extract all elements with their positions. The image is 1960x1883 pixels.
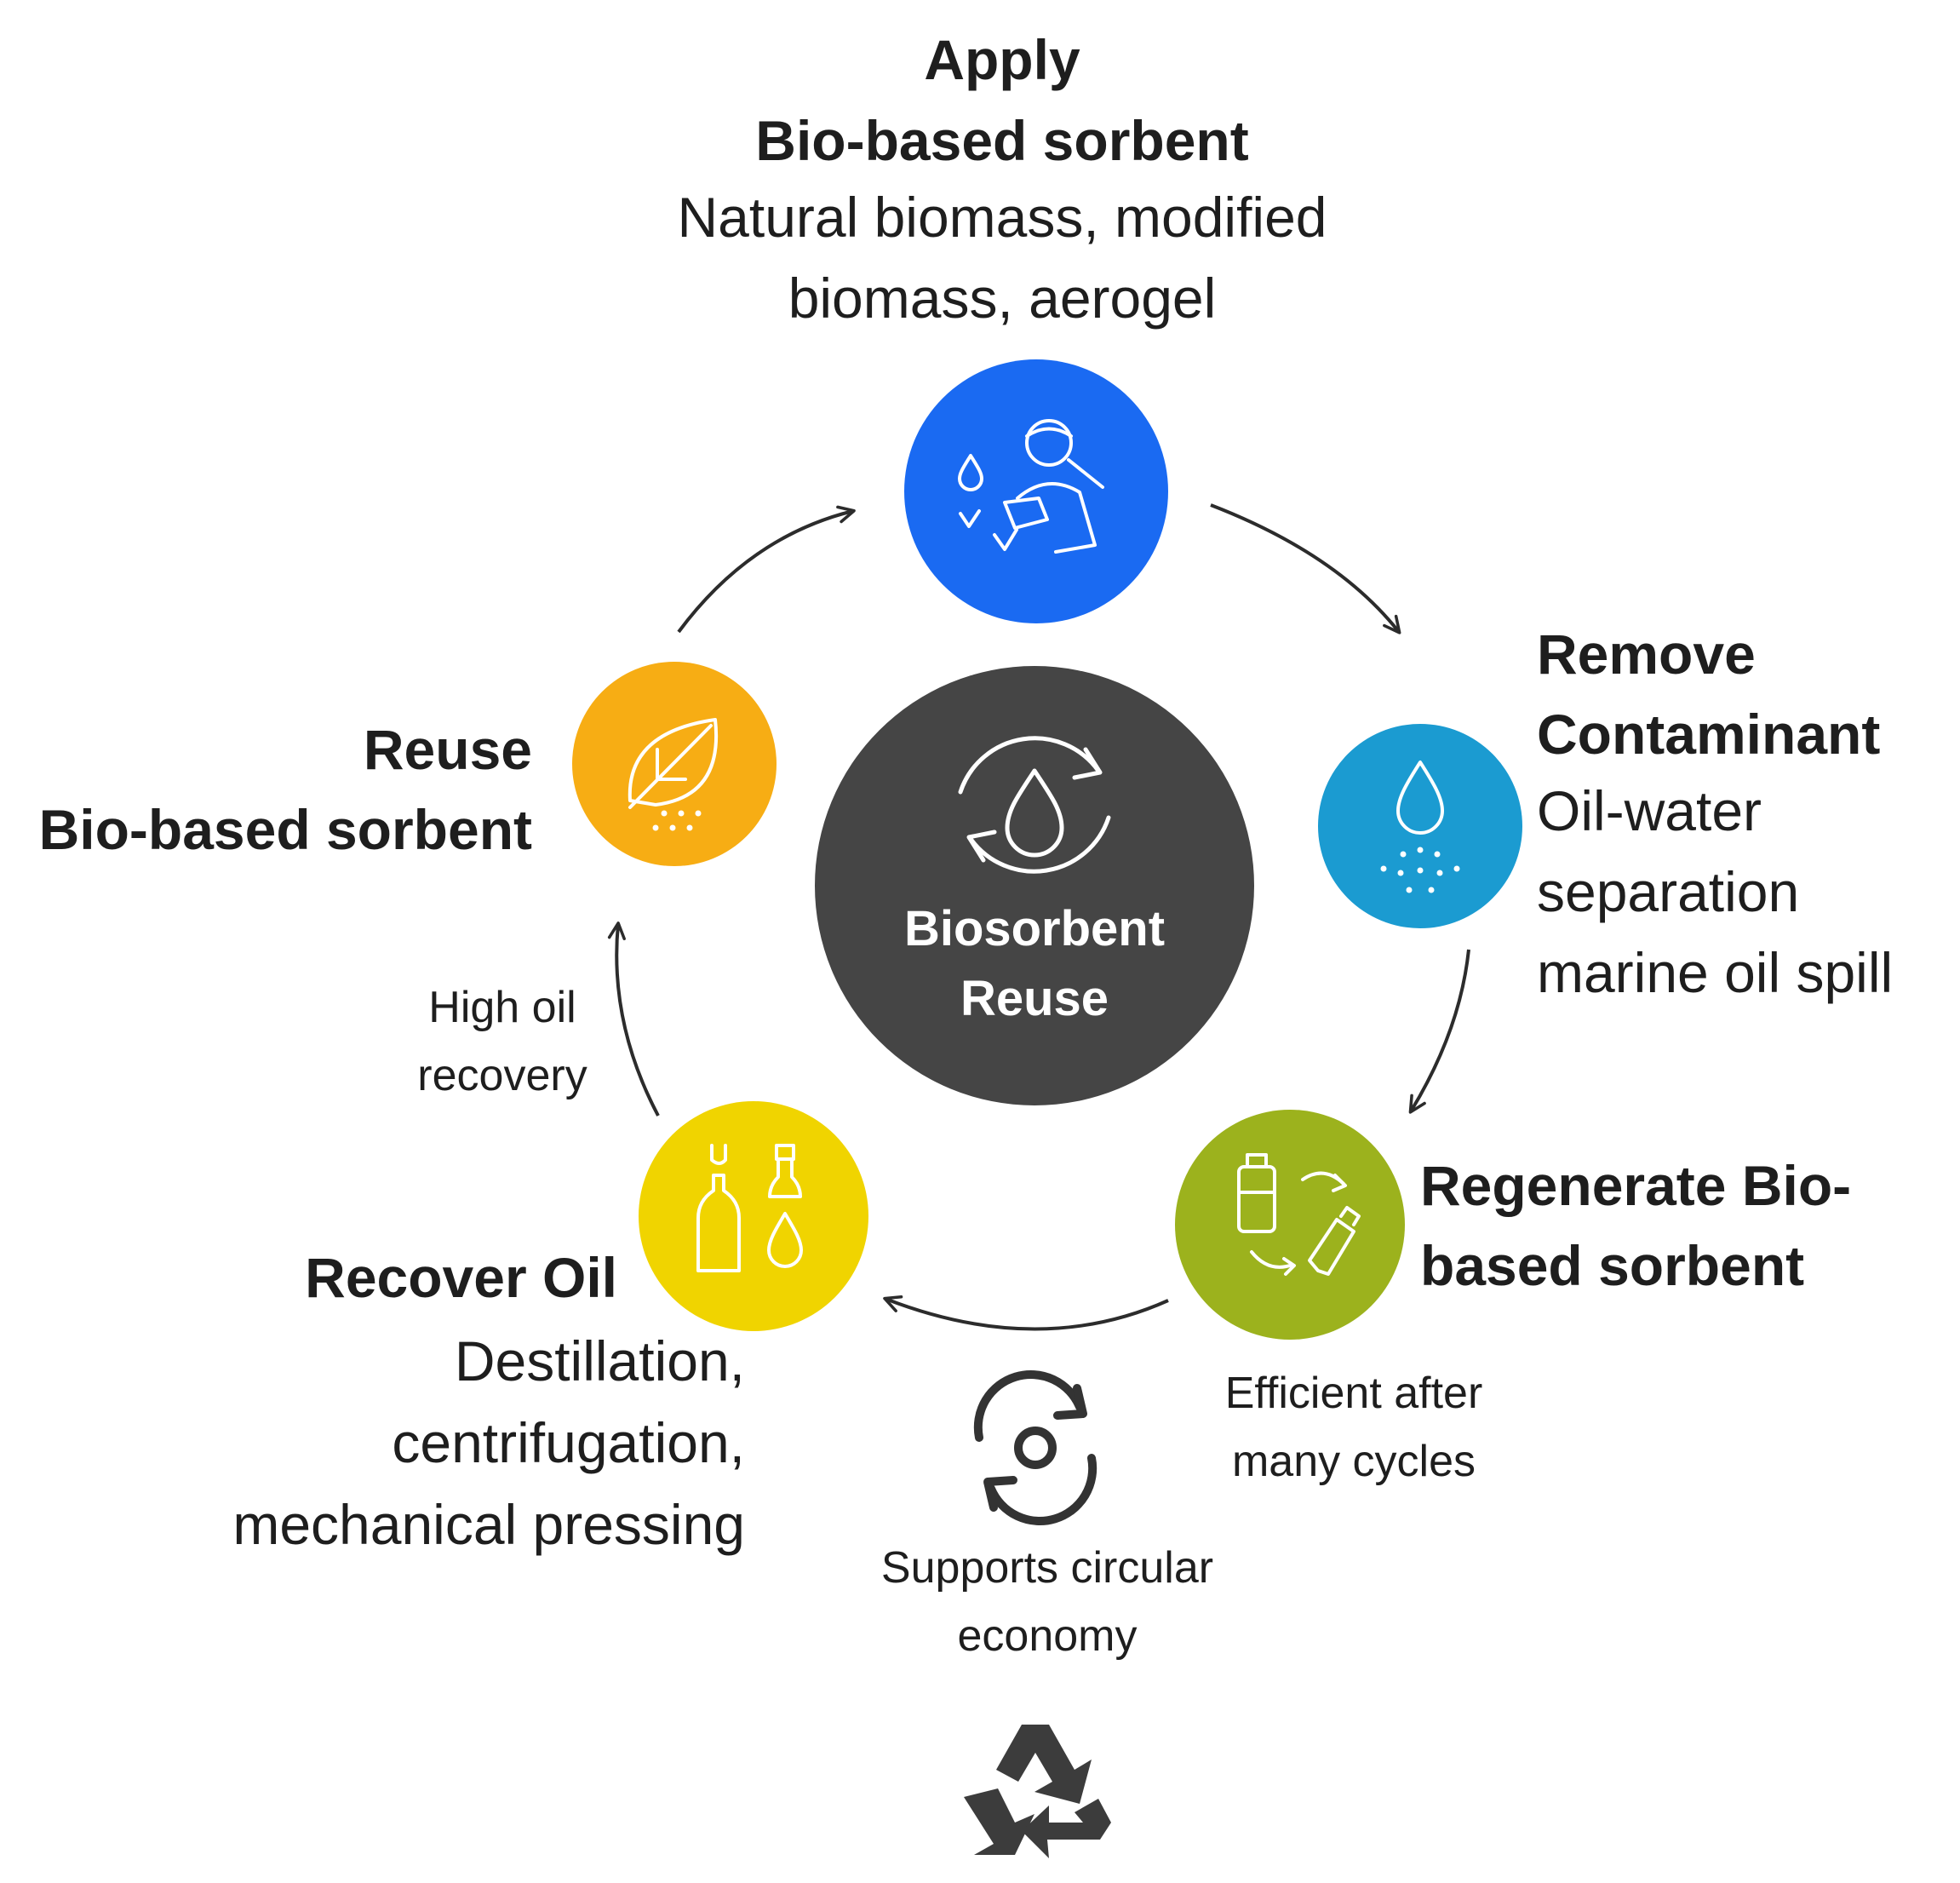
recover-desc-line1: Destillation, [454, 1329, 745, 1392]
remove-title-line1: Remove [1537, 623, 1756, 686]
note-circular-line2: economy [957, 1611, 1138, 1661]
particle-dots [652, 810, 702, 831]
leaf-icon [628, 718, 719, 809]
arrow-reuse-to-apply [677, 505, 856, 634]
note-efficient-line2: many cycles [1231, 1437, 1476, 1486]
note-efficient-line1: Efficient after [1224, 1369, 1483, 1418]
apply-title: Apply [924, 28, 1080, 91]
regenerate-title-line2: based sorbent [1420, 1234, 1805, 1297]
hub-label-line2: Reuse [960, 971, 1109, 1026]
person-with-water-drops-icon [958, 419, 1104, 554]
hub-node: Biosorbent Reuse [815, 666, 1254, 1105]
remove-desc-line2: separation [1537, 860, 1800, 923]
note-high-oil-line1: High oil [428, 983, 576, 1032]
recycle-drop-icon [958, 736, 1111, 874]
arrow-apply-to-remove [1210, 503, 1401, 634]
recover-desc-line3: mechanical pressing [232, 1493, 745, 1556]
hub-label-line1: Biosorbent [904, 901, 1165, 956]
recover-title: Recover Oil [305, 1246, 617, 1309]
apply-desc-line2: biomass, aerogel [788, 267, 1217, 330]
reuse-title: Reuse [363, 718, 532, 781]
droplet-dots [1380, 847, 1460, 893]
reuse-node [572, 662, 777, 866]
recover-node [639, 1101, 868, 1331]
remove-node [1318, 724, 1522, 928]
regenerate-title-line1: Regenerate Bio- [1420, 1154, 1852, 1217]
arrow-remove-to-regenerate [1408, 949, 1470, 1114]
remove-desc-line1: Oil-water [1537, 779, 1762, 842]
arrow-regenerate-to-recover [883, 1295, 1169, 1331]
oil-bottles-icon [696, 1144, 803, 1272]
apply-node [904, 359, 1168, 623]
remove-desc-line3: marine oil spill [1537, 941, 1894, 1004]
apply-desc-line1: Natural biomass, modified [677, 186, 1327, 249]
bottles-exchange-icon [1237, 1153, 1361, 1276]
reuse-subtitle: Bio-based sorbent [38, 798, 532, 861]
recover-desc-line2: centrifugation, [392, 1411, 745, 1474]
remove-title-line2: Contaminant [1537, 703, 1881, 766]
recycle-symbol-icon [964, 1725, 1111, 1858]
apply-subtitle: Bio-based sorbent [755, 109, 1249, 172]
note-high-oil-line2: recovery [417, 1051, 587, 1100]
water-drop-icon [1396, 761, 1444, 835]
regenerate-node [1175, 1110, 1405, 1340]
cycle-arrows-icon [973, 1369, 1097, 1526]
arrow-recover-to-reuse [607, 921, 660, 1117]
note-circular-line1: Supports circular [880, 1543, 1214, 1593]
